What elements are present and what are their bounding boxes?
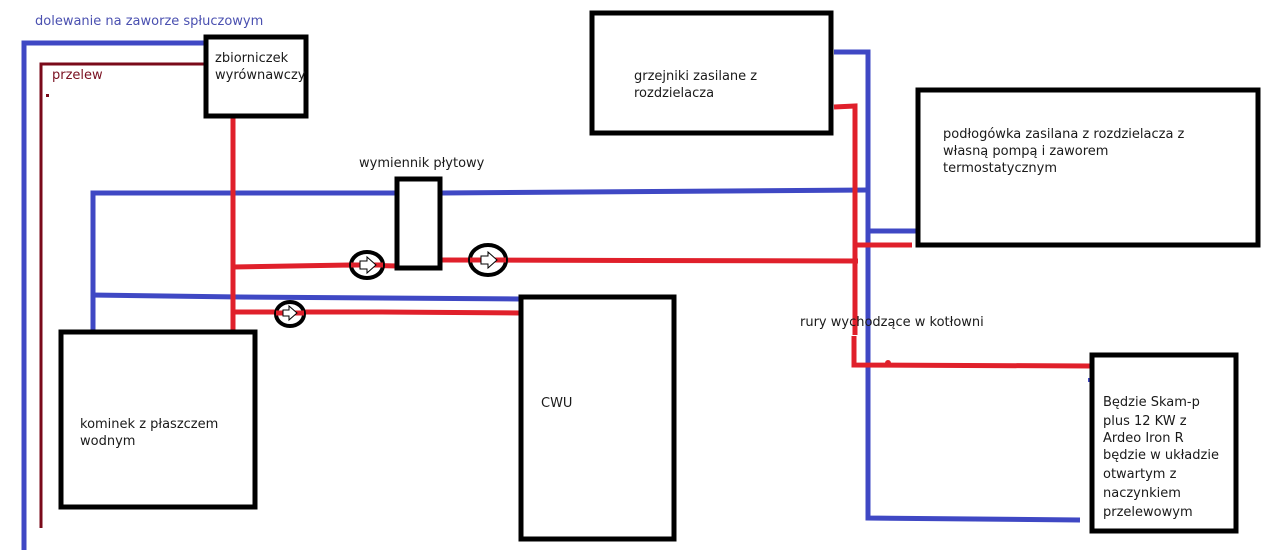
boiler-label: Będzie Skam-p plus 12 KW z Ardeo Iron R … bbox=[1103, 393, 1219, 522]
pump-cwu bbox=[274, 300, 306, 328]
cwu-return-pipe bbox=[90, 292, 521, 302]
exchanger-secondary-hot-pipe bbox=[441, 257, 859, 264]
overflow-pipe bbox=[39, 62, 205, 528]
boiler-line: przelewowym bbox=[1103, 505, 1193, 520]
radiators-box bbox=[589, 10, 834, 136]
radiators-line: rozdzielacza bbox=[634, 86, 715, 101]
boiler-line: otwartym z bbox=[1103, 467, 1177, 482]
expansion-tank-line: zbiorniczek bbox=[215, 51, 289, 66]
pump-exchanger-primary bbox=[349, 250, 385, 280]
exchanger-return-pipe bbox=[441, 187, 869, 196]
heat-exchanger-box bbox=[394, 176, 443, 271]
cwu-label: CWU bbox=[541, 396, 573, 411]
boiler-line: Ardeo Iron R bbox=[1103, 431, 1184, 446]
pump-exchanger-secondary bbox=[468, 243, 508, 277]
fireplace-box bbox=[58, 329, 258, 510]
boiler-line: naczynkiem bbox=[1103, 486, 1181, 501]
underfloor-box bbox=[915, 87, 1261, 248]
fireplace-line: wodnym bbox=[80, 434, 136, 449]
boiler-line: będzie w układzie bbox=[1103, 448, 1219, 463]
heat-exchanger-label: wymiennik płytowy bbox=[359, 156, 485, 171]
fireplace-return-pipe bbox=[90, 190, 398, 332]
radiator-hot-pipe bbox=[833, 103, 858, 335]
expansion-tank-label: zbiorniczek wyrównawczy bbox=[215, 50, 305, 84]
radiators-label: grzejniki zasilane z rozdzielacza bbox=[634, 68, 757, 102]
overflow-dot bbox=[46, 94, 49, 97]
fireplace-line: kominek z płaszczem bbox=[80, 417, 219, 432]
underfloor-line: termostatycznym bbox=[943, 161, 1058, 176]
radiator-return-pipe bbox=[834, 49, 1081, 523]
radiators-line: grzejniki zasilane z bbox=[634, 69, 758, 84]
arrow-right-icon bbox=[359, 255, 377, 275]
arrow-right-icon bbox=[282, 304, 298, 322]
fireplace-label: kominek z płaszczem wodnym bbox=[80, 416, 218, 450]
underfloor-line: podłogówka zasilana z rozdzielacza z bbox=[943, 127, 1185, 142]
expansion-tank-line: wyrównawczy bbox=[215, 68, 306, 83]
boiler-line: Będzie Skam-p bbox=[1103, 395, 1200, 410]
expansion-tank-box bbox=[203, 34, 309, 119]
overflow-label: przelew bbox=[52, 68, 103, 83]
boiler-room-pipes-label: rury wychodzące w kotłowni bbox=[800, 315, 984, 330]
boiler-box bbox=[1089, 352, 1239, 534]
boiler-line: plus 12 KW z bbox=[1103, 414, 1187, 429]
underfloor-label: podłogówka zasilana z rozdzielacza z wła… bbox=[943, 126, 1184, 177]
underfloor-line: własną pompą i zaworem bbox=[943, 144, 1109, 159]
fill-pipe bbox=[21, 40, 205, 550]
arrow-right-icon bbox=[480, 250, 498, 270]
boiler-hot-pipe bbox=[851, 336, 1091, 369]
cwu-box bbox=[518, 294, 677, 542]
pipe-junction-dot bbox=[885, 360, 891, 366]
fill-line-label: dolewanie na zaworze spłuczowym bbox=[35, 14, 264, 29]
